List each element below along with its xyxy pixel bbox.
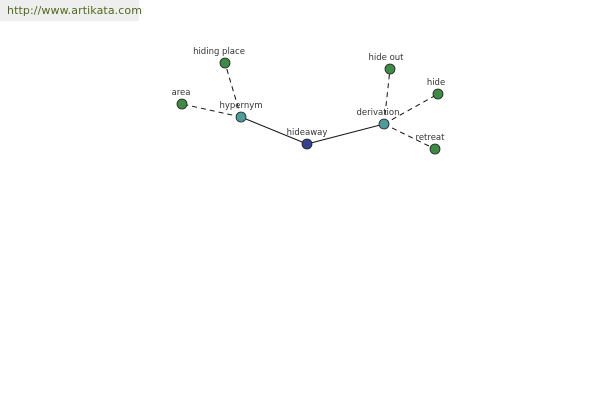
edge-hideaway-hypernym <box>240 116 308 145</box>
url-bar: http://www.artikata.com <box>0 0 143 21</box>
relation-node-hypernym[interactable] <box>235 111 247 123</box>
word-node-hide[interactable] <box>432 88 444 100</box>
word-node-hiding-place[interactable] <box>219 57 231 69</box>
word-node-retreat[interactable] <box>429 143 441 155</box>
graph-labels: hideaway hypernym hiding place area derivati… <box>172 47 446 143</box>
graph-edges <box>181 62 439 150</box>
word-label-hiding-place[interactable]: hiding place <box>193 47 245 57</box>
root-node-hideaway[interactable] <box>301 138 313 150</box>
relation-label-derivation[interactable]: derivation <box>356 108 399 118</box>
word-node-hide-out[interactable] <box>384 63 396 75</box>
edge-derivation-hide <box>383 93 439 125</box>
site-url-link[interactable]: http://www.artikata.com <box>7 4 143 17</box>
root-label-hideaway[interactable]: hideaway <box>287 128 328 138</box>
edge-derivation-hide-out <box>383 68 391 125</box>
edge-hypernym-hiding-place <box>224 62 242 118</box>
graph-nodes <box>176 57 444 155</box>
word-label-hide[interactable]: hide <box>427 78 445 88</box>
relation-node-derivation[interactable] <box>378 118 390 130</box>
word-label-retreat[interactable]: retreat <box>416 133 446 143</box>
word-node-area[interactable] <box>176 98 188 110</box>
relation-label-hypernym[interactable]: hypernym <box>219 101 262 111</box>
edge-hypernym-area <box>181 103 242 118</box>
word-label-area[interactable]: area <box>172 88 191 98</box>
edge-derivation-retreat <box>383 123 436 150</box>
edge-hideaway-derivation <box>306 123 385 145</box>
word-label-hide-out[interactable]: hide out <box>369 53 405 63</box>
